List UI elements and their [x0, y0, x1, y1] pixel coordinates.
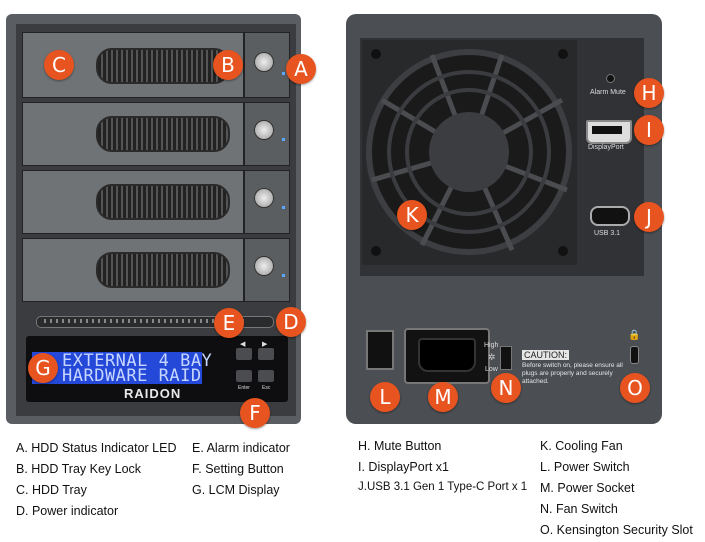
setting-button-left[interactable] [236, 348, 252, 360]
legend-n: N. Fan Switch [540, 502, 618, 516]
lcd-line-1: EXTERNAL 4 BAY [62, 351, 213, 371]
legend-b: B. HDD Tray Key Lock [16, 462, 142, 476]
usb-label: USB 3.1 [594, 230, 621, 237]
displayport-label: DisplayPort [588, 144, 624, 151]
enter-label: Enter [238, 385, 250, 391]
legend-k: K. Cooling Fan [540, 439, 623, 453]
setting-button-right[interactable] [258, 348, 274, 360]
caution-text: Before switch on, please ensure all plug… [522, 362, 623, 385]
callout-l: L [370, 382, 400, 412]
legend-l: L. Power Switch [540, 460, 630, 474]
kensington-slot[interactable] [630, 346, 639, 364]
status-led [282, 138, 285, 141]
status-led [282, 206, 285, 209]
lcd-line-2: HARDWARE RAID [62, 366, 202, 386]
indicator-dots [44, 319, 244, 323]
callout-e: E [214, 308, 244, 338]
callout-o: O [620, 373, 650, 403]
setting-button-esc[interactable] [258, 370, 274, 382]
fan-high-label: High [484, 342, 499, 349]
fan-low-label: Low [485, 366, 498, 373]
displayport-socket [592, 126, 622, 134]
tray-grille [96, 116, 230, 152]
legend-h: H. Mute Button [358, 439, 442, 453]
right-arrow-icon: ▶ [262, 341, 268, 348]
legend-j: J.USB 3.1 Gen 1 Type-C Port x 1 [358, 481, 528, 493]
callout-n: N [491, 373, 521, 403]
fan-icon: ✲ [488, 352, 496, 362]
usb-c-port[interactable] [590, 206, 630, 226]
alarm-mute-label: Alarm Mute [590, 89, 626, 96]
callout-c: C [44, 50, 74, 80]
callout-d: D [276, 307, 306, 337]
brand-logo: RAIDON [124, 386, 182, 401]
tray-grille [96, 252, 230, 288]
legend-m: M. Power Socket [540, 481, 635, 495]
status-led [282, 72, 285, 75]
mute-button[interactable] [606, 74, 615, 83]
key-lock[interactable] [254, 188, 274, 208]
tray-grille [96, 184, 230, 220]
lcm-display [32, 352, 202, 384]
legend-e: E. Alarm indicator [192, 441, 290, 455]
setting-button-enter[interactable] [236, 370, 252, 382]
key-lock[interactable] [254, 120, 274, 140]
caution-title: CAUTION: [522, 350, 570, 360]
legend-g: G. LCM Display [192, 483, 280, 497]
kensington-lock-icon: 🔒 [628, 330, 641, 341]
legend-f: F. Setting Button [192, 462, 284, 476]
power-switch[interactable] [366, 330, 394, 370]
tray-grille [96, 48, 230, 84]
legend-d: D. Power indicator [16, 504, 119, 518]
left-arrow-icon: ◀ [240, 341, 246, 348]
callout-b: B [213, 50, 243, 80]
callout-k: K [397, 200, 427, 230]
esc-label: Esc [262, 385, 271, 391]
legend-o: O. Kensington Security Slot [540, 523, 693, 537]
key-lock[interactable] [254, 256, 274, 276]
legend-a: A. HDD Status Indicator LED [16, 441, 177, 455]
status-led [282, 274, 285, 277]
callout-h: H [634, 78, 664, 108]
callout-m: M [428, 382, 458, 412]
cooling-fan [362, 40, 577, 265]
callout-f: F [240, 398, 270, 428]
legend-c: C. HDD Tray [16, 483, 87, 497]
socket-face [418, 338, 476, 372]
callout-i: I [634, 115, 664, 145]
fan-switch[interactable] [500, 346, 512, 370]
callout-g: G [28, 353, 58, 383]
legend-i: I. DisplayPort x1 [358, 460, 450, 474]
callout-a: A [286, 54, 316, 84]
callout-j: J [634, 202, 664, 232]
key-lock[interactable] [254, 52, 274, 72]
